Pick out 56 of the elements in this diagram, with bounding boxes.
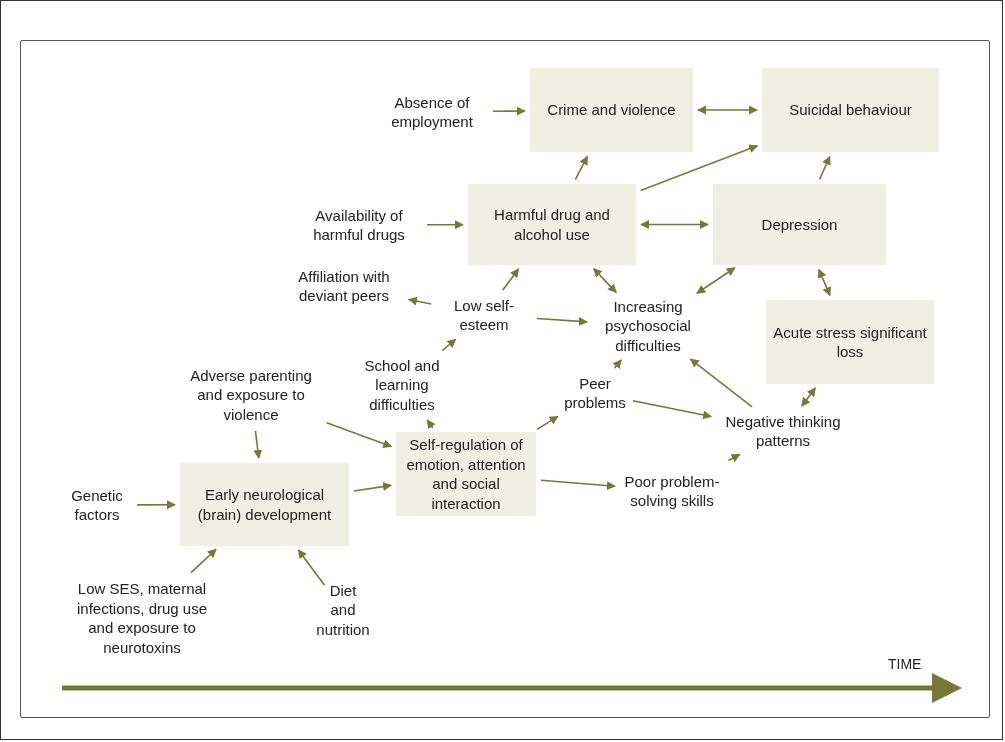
axis-label: TIME (888, 656, 922, 672)
factor-label: School and learning difficulties (363, 355, 441, 415)
factor-label: Peer problems (563, 373, 627, 413)
box-label: Depression (761, 214, 838, 235)
factor-label: Low SES, maternal infections, drug use and exposure to neurotoxins (76, 579, 208, 657)
factor-label: Low self-esteem (453, 295, 515, 335)
arrow (640, 220, 709, 229)
arrow (253, 430, 263, 459)
factor-label: Negative thinking patterns (724, 411, 842, 451)
arrow (801, 387, 817, 407)
box-label: Crime and violence (547, 100, 676, 120)
arrow (536, 316, 588, 326)
factor-label: Absence of employment (390, 92, 474, 132)
box-label: Harmful drug and alcohol use (493, 205, 611, 244)
process-box (713, 184, 886, 265)
arrow (297, 549, 326, 586)
arrow (136, 500, 176, 510)
arrow (426, 220, 464, 230)
arrow (190, 548, 217, 574)
arrow (632, 399, 712, 420)
arrow (441, 338, 457, 352)
arrow (536, 415, 559, 431)
arrow (639, 144, 759, 192)
factor-label: Affiliation with deviant peers (297, 266, 391, 306)
arrow (727, 453, 741, 463)
process-box (766, 300, 934, 384)
factor-label: Availability of harmful drugs (312, 205, 406, 245)
arrow (353, 482, 392, 492)
factor-label: Poor problem-solving skills (623, 471, 721, 511)
factor-label: Increasing psychosocial difficulties (604, 296, 692, 356)
arrow (540, 479, 616, 491)
process-box (396, 432, 536, 516)
arrow (697, 105, 758, 115)
arrow (325, 422, 393, 448)
factor-label: Genetic factors (70, 485, 124, 525)
process-box (762, 68, 939, 152)
process-box (180, 463, 349, 546)
arrow (612, 359, 622, 370)
arrow (426, 419, 436, 430)
arrow (689, 358, 753, 408)
process-box (468, 184, 636, 265)
arrow (818, 155, 831, 181)
process-box (530, 68, 693, 152)
box-label: Acute stress significant loss (772, 322, 928, 362)
arrow (592, 267, 617, 294)
box-label: Self-regulation of emotion, attention and social interaction (405, 435, 527, 513)
arrow (574, 155, 589, 181)
arrow (501, 268, 520, 291)
box-label: Suicidal behaviour (789, 100, 912, 120)
box-label: Early neurological (brain) development (196, 485, 333, 524)
arrow (696, 266, 736, 295)
arrow (817, 268, 831, 297)
factor-label: Adverse parenting and exposure to violence (189, 365, 313, 425)
factor-label: Diet and nutrition (316, 580, 370, 640)
arrow (492, 106, 526, 116)
arrow (408, 296, 432, 306)
